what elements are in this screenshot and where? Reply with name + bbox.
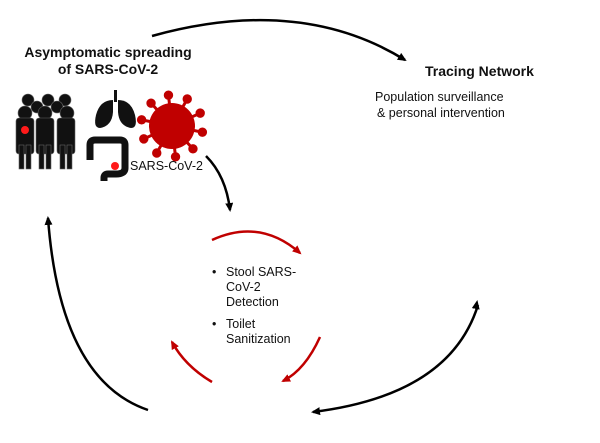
tracing-title: Tracing Network bbox=[425, 63, 534, 79]
virus-label: SARS-CoV-2 bbox=[130, 159, 203, 173]
virus-spike-tip bbox=[139, 134, 149, 144]
infection-dot bbox=[21, 126, 29, 134]
intestine-icon bbox=[86, 136, 129, 182]
arrow-tracing-to-booth bbox=[311, 304, 480, 416]
virus-spike-tip bbox=[163, 90, 174, 100]
bullet-text: Sanitization bbox=[226, 332, 291, 346]
spreading-title-line1: Asymptomatic spreading bbox=[24, 44, 192, 60]
arrow-toilet-to-phone bbox=[211, 230, 302, 255]
tracing-subtitle-line1: Population surveillance bbox=[375, 90, 504, 104]
virus-spike-tip bbox=[146, 98, 156, 108]
virus-spike-tip bbox=[195, 108, 205, 118]
bullet-text: Detection bbox=[226, 295, 279, 309]
spreading-title-line2: of SARS-CoV-2 bbox=[57, 61, 159, 77]
bullet-text: Toilet bbox=[226, 317, 256, 331]
bullet-marker: • bbox=[212, 265, 217, 279]
virus-icon bbox=[136, 90, 208, 162]
virus-spike-tip bbox=[182, 94, 192, 104]
virus-spike-tip bbox=[136, 115, 147, 125]
bullet-marker: • bbox=[212, 317, 217, 331]
virus-spike-tip bbox=[188, 144, 198, 154]
tracing-subtitle-line2: & personal intervention bbox=[377, 106, 505, 120]
people-group-icon bbox=[15, 93, 76, 170]
arrow-spread-to-tracing bbox=[151, 18, 407, 62]
virus-spike-tip bbox=[152, 148, 162, 158]
bullet-toilet-sanitization: • Toilet Sanitization bbox=[212, 317, 291, 347]
arrow-virus-to-toilet bbox=[205, 155, 234, 212]
lungs-icon bbox=[95, 90, 136, 128]
virus-spike-tip bbox=[197, 127, 208, 137]
bullet-text: Stool SARS- bbox=[226, 265, 297, 279]
bullet-stool-detection: • Stool SARS- CoV-2 Detection bbox=[212, 265, 296, 310]
arrow-booth-to-toilet bbox=[170, 340, 213, 384]
bullet-text: CoV-2 bbox=[226, 280, 261, 294]
arrow-phone-to-booth bbox=[281, 336, 322, 383]
virus-spike-tip bbox=[170, 152, 181, 162]
spreading-title: Asymptomatic spreading of SARS-CoV-2 bbox=[18, 44, 198, 78]
tracing-subtitle: Population surveillance & personal inter… bbox=[375, 89, 505, 121]
arrow-booth-to-spread bbox=[44, 216, 149, 412]
